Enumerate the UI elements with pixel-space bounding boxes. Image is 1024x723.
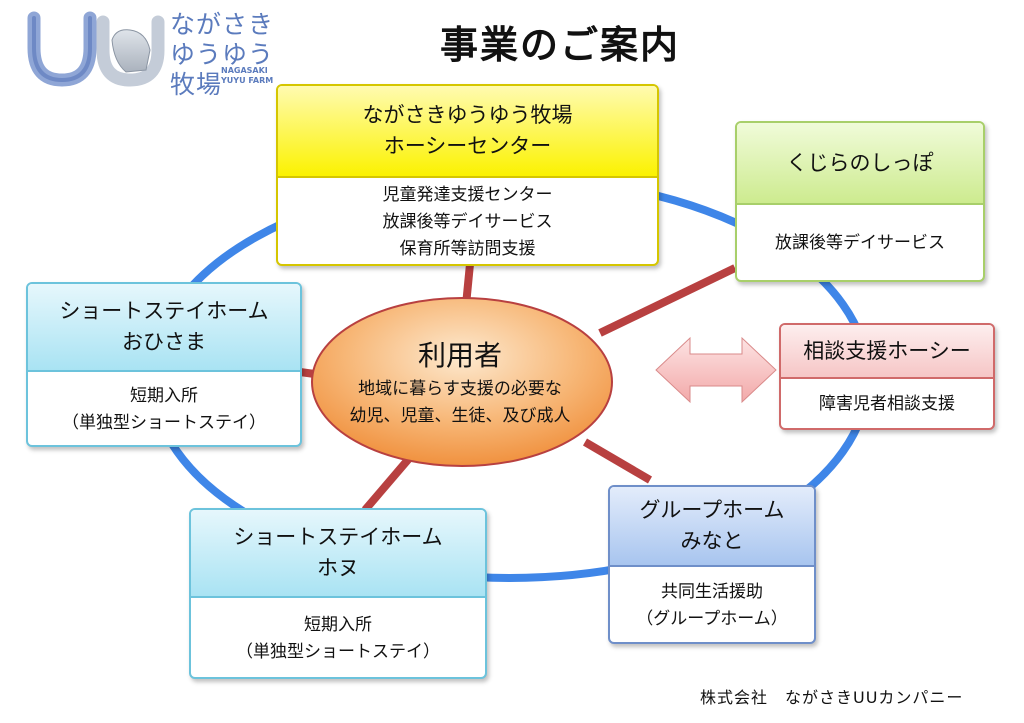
- logo-sub-line-2: YUYU FARM: [221, 76, 274, 85]
- service-header: グループホーム みなと: [610, 487, 814, 567]
- center-line: 幼児、児童、生徒、及び成人: [349, 406, 571, 426]
- service-box-horsey-center: ながさきゆうゆう牧場 ホーシーセンター 児童発達支援センター 放課後等デイサービ…: [276, 84, 659, 266]
- logo-line-1: ながさき: [170, 10, 275, 39]
- user-center: 利用者 地域に暮らす支援の必要な 幼児、児童、生徒、及び成人: [312, 296, 608, 470]
- service-body-line: 保育所等訪問支援: [399, 238, 536, 259]
- service-box-ohisama: ショートステイホーム おひさま 短期入所 （単独型ショートステイ）: [26, 282, 302, 447]
- service-title-line: ショートステイホーム: [59, 299, 269, 323]
- page-title: 事業のご案内: [439, 23, 680, 67]
- service-body-line: 放課後等デイサービス: [382, 211, 553, 232]
- service-body-line: 放課後等デイサービス: [775, 233, 945, 253]
- service-box-soudan: 相談支援ホーシー 障害児者相談支援: [779, 323, 995, 430]
- service-header: ショートステイホーム おひさま: [28, 284, 300, 372]
- service-body-line: 短期入所: [130, 385, 198, 406]
- service-body: 短期入所 （単独型ショートステイ）: [191, 598, 485, 677]
- logo-line-2: ゆうゆう: [170, 40, 275, 69]
- logo-sub-line-1: NAGASAKI: [221, 66, 268, 75]
- service-title-line: 相談支援ホーシー: [803, 338, 971, 363]
- logo-icon: [27, 11, 165, 87]
- service-body: 児童発達支援センター 放課後等デイサービス 保育所等訪問支援: [278, 178, 657, 264]
- logo-text: ながさき ゆうゆう 牧場: [170, 10, 274, 100]
- service-body-line: （グループホーム）: [636, 608, 788, 629]
- center-title: 利用者: [417, 339, 502, 372]
- service-title-line: ショートステイホーム: [233, 525, 443, 549]
- logo-subtitle: NAGASAKI YUYU FARM: [221, 66, 273, 86]
- service-title-line: ながさきゆうゆう牧場: [362, 103, 573, 127]
- service-box-minato: グループホーム みなと 共同生活援助 （グループホーム）: [608, 485, 816, 644]
- service-box-kujira: くじらのしっぽ 放課後等デイサービス: [735, 121, 985, 282]
- service-title-line: くじらのしっぽ: [786, 150, 934, 175]
- service-body-line: 短期入所: [304, 614, 372, 635]
- logo-line-3: 牧場: [170, 70, 223, 99]
- service-header: くじらのしっぽ: [737, 123, 983, 205]
- service-box-honu: ショートステイホーム ホヌ 短期入所 （単独型ショートステイ）: [189, 508, 487, 679]
- service-body-line: 共同生活援助: [661, 581, 763, 602]
- service-header: 相談支援ホーシー: [781, 325, 993, 379]
- center-ellipse: [311, 297, 613, 467]
- service-body: 短期入所 （単独型ショートステイ）: [28, 372, 300, 445]
- service-body-line: 児童発達支援センター: [382, 184, 553, 205]
- service-body-line: （単独型ショートステイ）: [62, 412, 266, 433]
- service-title-line: ホーシーセンター: [383, 134, 552, 158]
- service-body: 障害児者相談支援: [781, 379, 993, 428]
- service-title-line: グループホーム: [639, 498, 785, 522]
- center-line: 地域に暮らす支援の必要な: [358, 379, 562, 399]
- service-title-line: みなと: [680, 529, 744, 553]
- service-body: 放課後等デイサービス: [737, 205, 983, 280]
- service-title-line: ホヌ: [317, 556, 359, 580]
- service-header: ながさきゆうゆう牧場 ホーシーセンター: [278, 86, 657, 178]
- service-body-line: （単独型ショートステイ）: [236, 641, 440, 662]
- service-body: 共同生活援助 （グループホーム）: [610, 567, 814, 642]
- service-header: ショートステイホーム ホヌ: [191, 510, 485, 598]
- service-body-line: 障害児者相談支援: [819, 394, 955, 414]
- company-name: 株式会社 ながさきUUカンパニー: [700, 688, 964, 707]
- double-arrow-icon: [655, 336, 777, 404]
- service-title-line: おひさま: [122, 330, 206, 354]
